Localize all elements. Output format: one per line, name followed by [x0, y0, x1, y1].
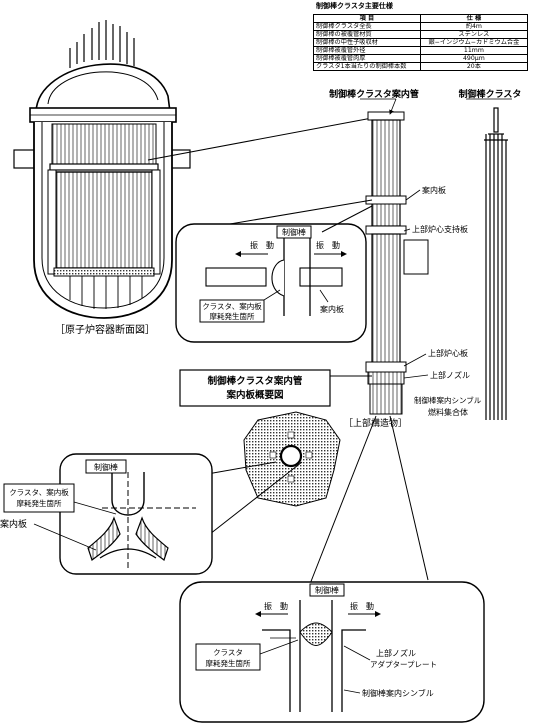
detail2-wear-line2: 摩耗発生箇所	[17, 498, 62, 508]
label-fuel-assembly: 燃料集合体	[428, 407, 468, 417]
control-rod-cluster	[484, 107, 508, 420]
detail2-drawing	[87, 472, 196, 568]
detail2-wear-line1: クラスタ、案内板	[9, 487, 69, 497]
bottom-instrument-tubes	[69, 276, 143, 309]
detail1-guide-label: 案内板	[320, 304, 344, 314]
detail3-nozzle-line2: アダプタープレート	[370, 659, 437, 669]
detail3-wear-line2: 摩耗発生箇所	[206, 658, 251, 668]
cluster-title: 制御棒クラスタ	[459, 88, 522, 100]
drive-mechanism-rods	[69, 20, 135, 68]
detail1-drawing	[205, 236, 343, 316]
upper-internals	[51, 123, 157, 165]
vessel-head	[35, 63, 171, 113]
reactor-vessel-drawing	[13, 20, 191, 319]
detail3-wear-line1: クラスタ	[213, 648, 243, 657]
label-upper-core-support: 上部炉心支持板	[412, 224, 468, 234]
label-upper-structure: ［上部構造物］	[344, 417, 407, 429]
reactor-core	[55, 171, 153, 269]
leader-to-bottom-detail	[389, 415, 429, 581]
spec-value: 20本	[419, 62, 529, 71]
overview-wear-circle	[279, 444, 303, 468]
detail3-vib-right: 振 動	[350, 601, 374, 611]
head-inner	[47, 71, 159, 105]
overview-title-line2: 案内板概要図	[225, 389, 283, 401]
leader-vessel-to-guide-tube	[147, 117, 373, 161]
guide-tube-drawing	[365, 111, 429, 415]
detail1-wear-line1: クラスタ、案内板	[202, 301, 262, 311]
support-plate-block	[403, 239, 429, 275]
detail3-rod-label: 制御棒	[315, 585, 339, 595]
vessel-caption: ［原子炉容器断面図］	[55, 323, 155, 336]
guide-plate-overview	[243, 411, 341, 507]
detail3-drawing	[262, 600, 366, 712]
detail1-wear-line2: 摩耗発生箇所	[210, 311, 255, 321]
detail3-nozzle-line1: 上部ノズル	[376, 648, 416, 658]
detail1-rod-label: 制御棒	[282, 227, 306, 237]
label-upper-core-plate: 上部炉心板	[428, 348, 468, 358]
detail2-guide-label: 案内板	[0, 518, 27, 530]
detail1-vib-left: 振 動	[250, 240, 274, 250]
detail1-vib-right: 振 動	[316, 240, 340, 250]
detail3-thimble-label: 制御棒案内シンブル	[362, 688, 434, 698]
label-thimble: 制御棒案内シンブル	[414, 395, 482, 405]
spec-table-title: 制御棒クラスタ主要仕様	[316, 2, 393, 10]
overview-title-box	[179, 369, 331, 407]
fuel-assembly-top	[369, 383, 403, 415]
label-upper-nozzle: 上部ノズル	[430, 370, 470, 380]
detail3-vib-left: 振 動	[264, 601, 288, 611]
guide-tube-title: 制御棒クラスタ案内管	[329, 88, 419, 100]
overview-title-line1: 制御棒クラスタ案内管	[208, 375, 303, 387]
label-guide-plate: 案内板	[422, 185, 446, 195]
spec-table: 項 目 仕 様 制御棒クラスタ全長約4m 制御棒の被覆管材質ステンレス 制御棒の…	[313, 14, 529, 71]
detail2-rod-label: 制御棒	[94, 462, 118, 472]
